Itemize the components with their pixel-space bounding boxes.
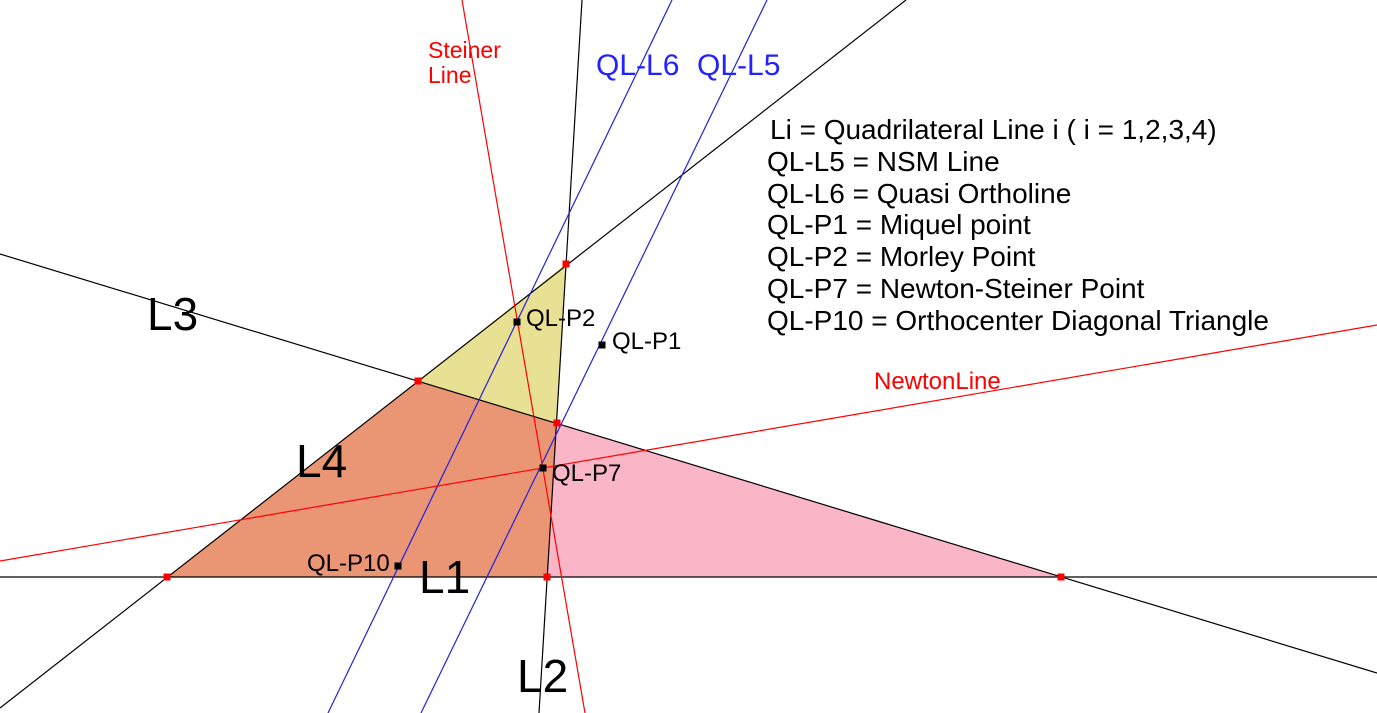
legend-block: Li = Quadrilateral Line i ( i = 1,2,3,4)… <box>767 114 1269 336</box>
legend-line-ql-l6: QL-L6 = Quasi Ortholine <box>767 178 1071 209</box>
line-l3 <box>0 253 1377 674</box>
vertex-l2-l3-marker <box>553 419 561 427</box>
vertex-l2-l4-marker <box>562 260 570 268</box>
region-quadrilateral-orange <box>167 381 557 577</box>
label-l3: L3 <box>147 288 198 340</box>
vertex-markers <box>163 260 1065 581</box>
point-ql-p10-marker <box>394 562 402 570</box>
label-ql-p1: QL-P1 <box>612 328 681 355</box>
point-ql-p1-marker <box>598 341 606 349</box>
legend-line-li: Li = Quadrilateral Line i ( i = 1,2,3,4) <box>770 114 1217 145</box>
legend-line-ql-p7: QL-P7 = Newton-Steiner Point <box>767 273 1145 304</box>
line-l2 <box>538 0 583 713</box>
point-markers <box>394 318 606 570</box>
label-l1: L1 <box>419 551 470 603</box>
point-ql-p7-marker <box>539 464 547 472</box>
label-l2: L2 <box>517 650 568 702</box>
label-newton-line: NewtonLine <box>874 368 1001 395</box>
line-newton <box>0 324 1377 562</box>
region-triangle-pink <box>547 423 1061 577</box>
point-ql-p2-marker <box>513 318 521 326</box>
vertex-l1-l3-marker <box>1057 573 1065 581</box>
label-ql-l6: QL-L6 <box>596 49 679 82</box>
label-steiner-word1: Steiner <box>428 37 501 63</box>
line-ql-l5 <box>420 0 768 713</box>
legend-line-ql-p10: QL-P10 = Orthocenter Diagonal Triangle <box>767 305 1269 336</box>
region-triangle-yellow <box>418 264 566 423</box>
label-ql-p10: QL-P10 <box>307 550 390 577</box>
label-steiner-word2: Line <box>428 62 471 88</box>
line-ql-l6 <box>327 0 673 713</box>
line-steiner <box>461 0 586 713</box>
line-l4 <box>0 0 907 709</box>
vertex-l1-l2-marker <box>543 573 551 581</box>
label-ql-l5: QL-L5 <box>697 49 780 82</box>
label-l4: L4 <box>296 435 347 487</box>
vertex-l3-l4-marker <box>414 377 422 385</box>
label-ql-p2: QL-P2 <box>526 305 595 332</box>
legend-line-ql-l5: QL-L5 = NSM Line <box>767 146 1000 177</box>
vertex-l1-l4-marker <box>163 573 171 581</box>
legend-line-ql-p2: QL-P2 = Morley Point <box>767 241 1036 272</box>
legend-line-ql-p1: QL-P1 = Miquel point <box>767 209 1031 240</box>
label-ql-p7: QL-P7 <box>552 460 621 487</box>
